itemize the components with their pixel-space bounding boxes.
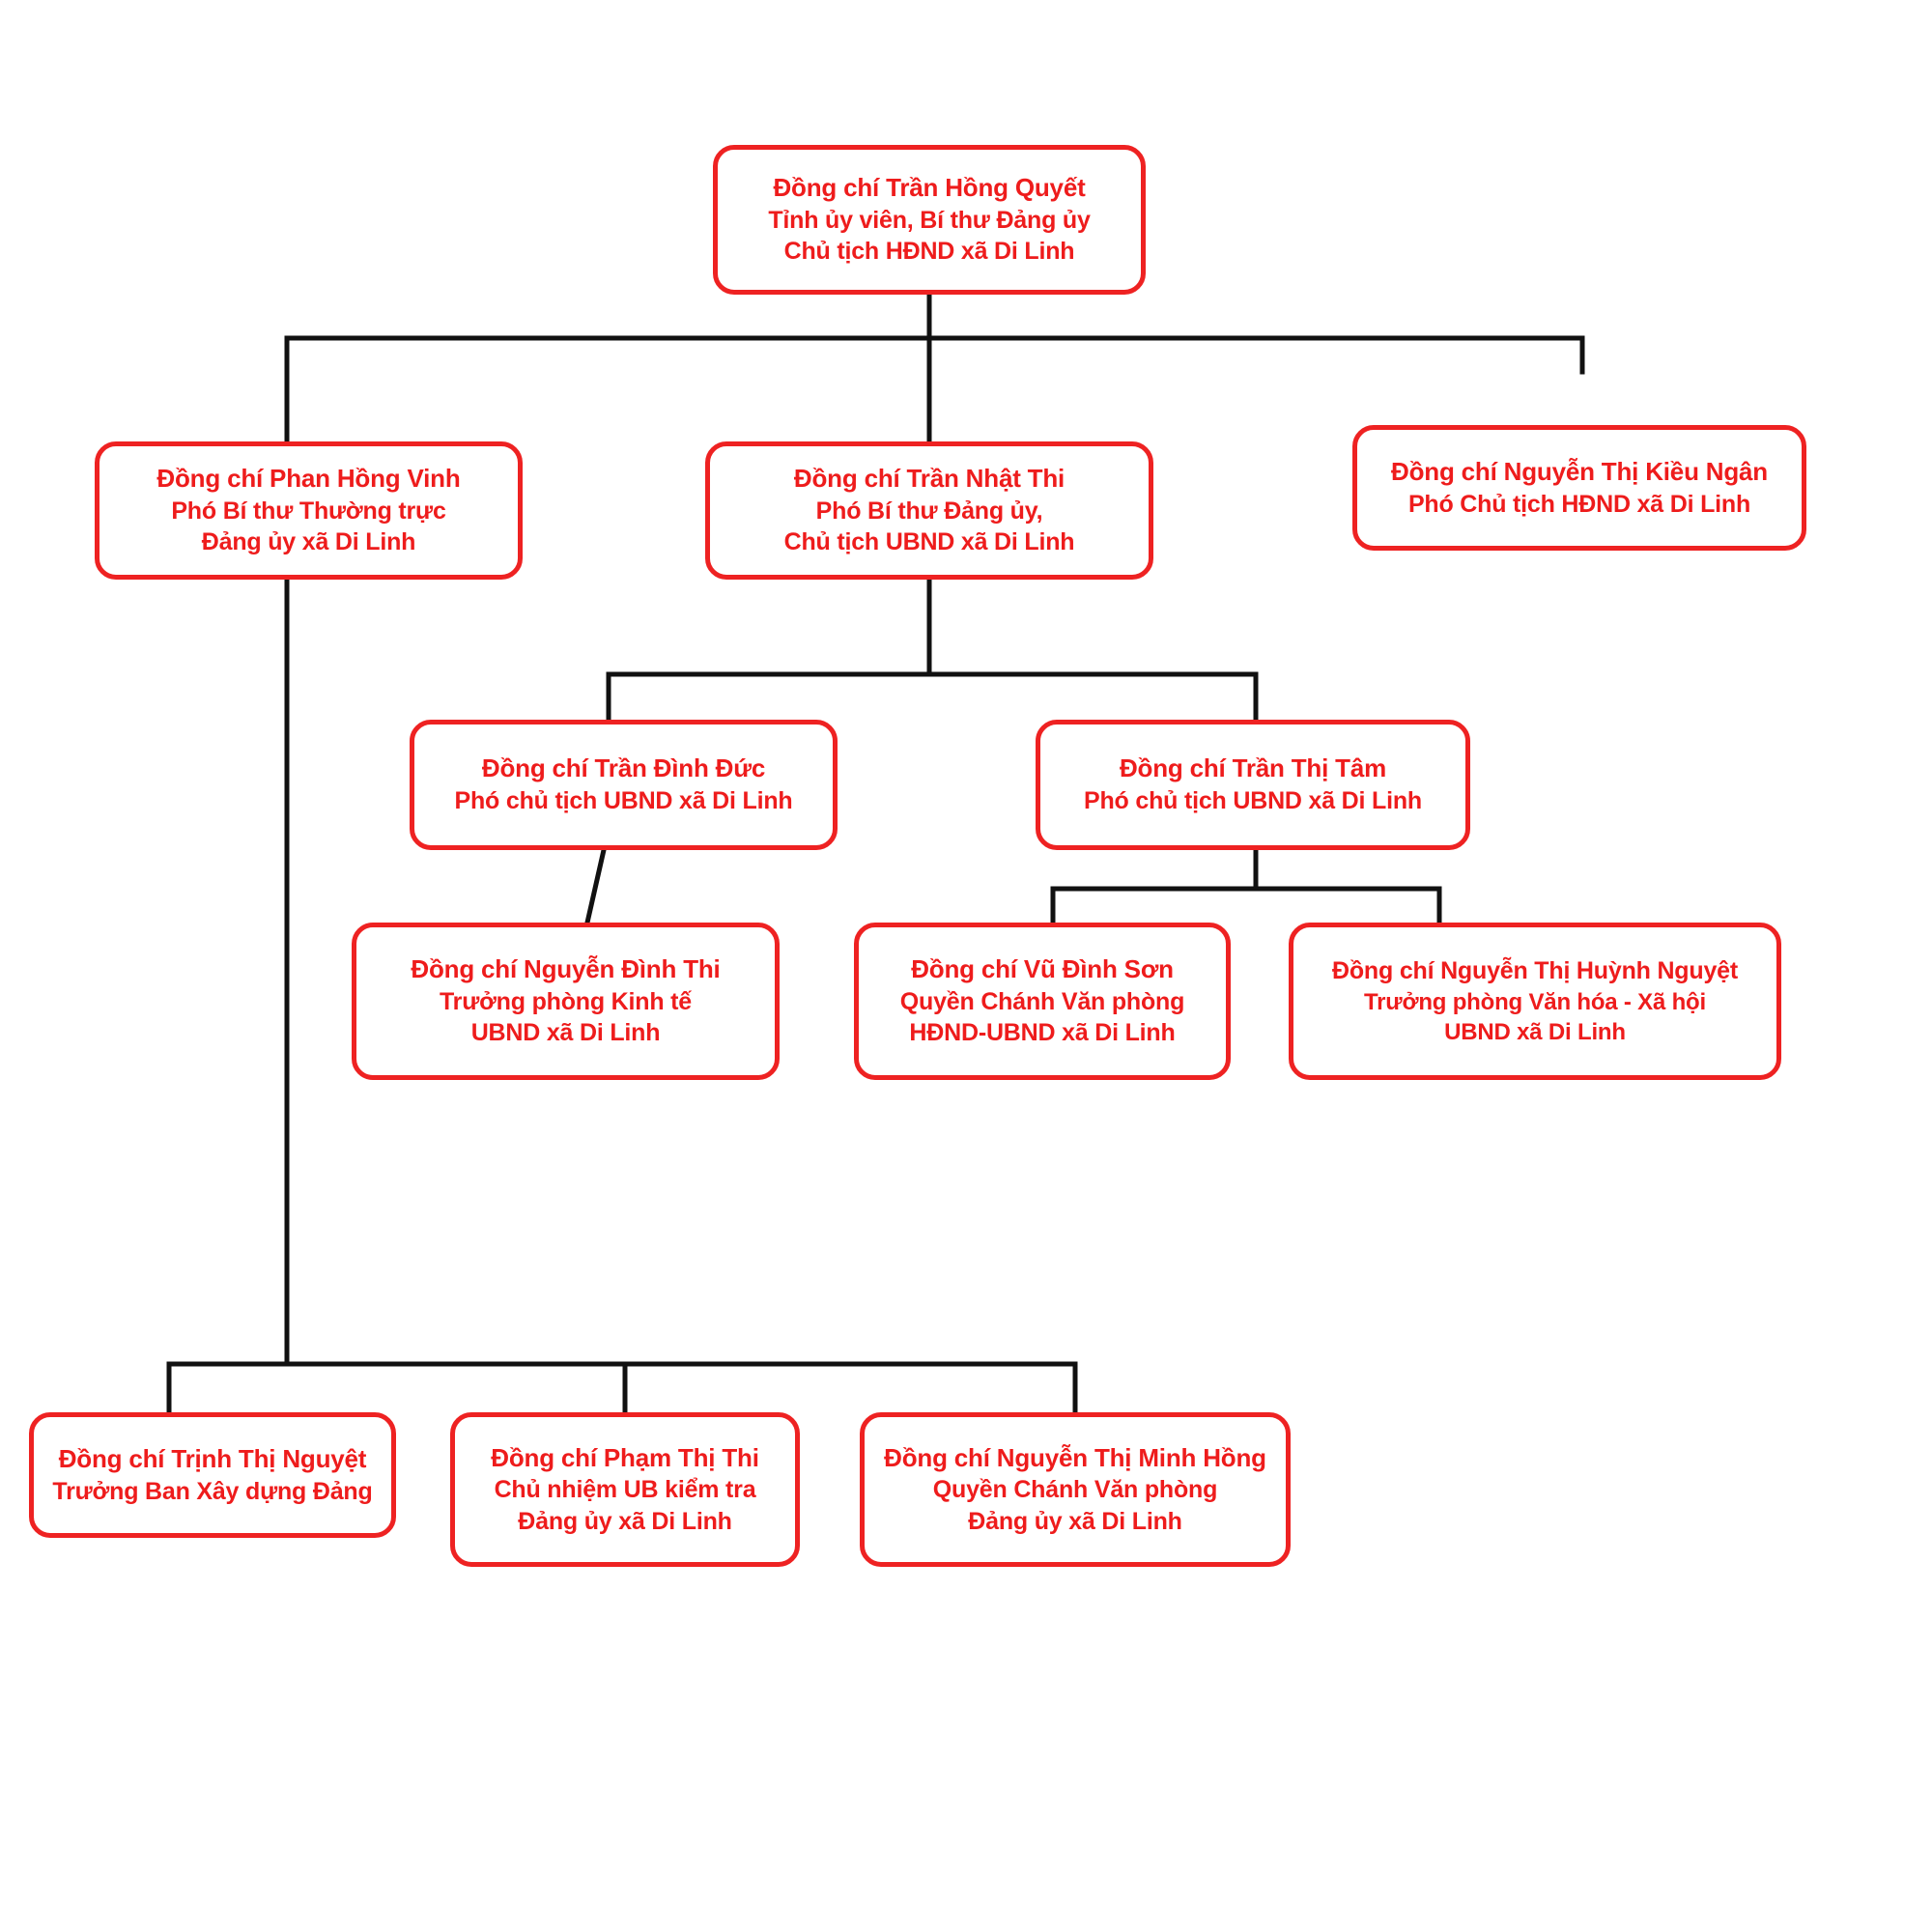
node-line-role-2: UBND xã Di Linh <box>470 1019 661 1047</box>
node-line-name: Đồng chí Trần Hồng Quyết <box>773 173 1086 203</box>
node-line-name: Đồng chí Trần Nhật Thi <box>793 464 1065 494</box>
node-vu-dinh-son[interactable]: Đồng chí Vũ Đình Sơn Quyền Chánh Văn phò… <box>854 923 1231 1080</box>
node-line-name: Đồng chí Phạm Thị Thi <box>491 1442 759 1472</box>
node-pham-thi-thi[interactable]: Đồng chí Phạm Thị Thi Chủ nhiệm UB kiểm … <box>450 1412 800 1567</box>
node-line-role-1: Trưởng phòng Văn hóa - Xã hội <box>1364 988 1706 1015</box>
node-line-role-2: UBND xã Di Linh <box>1444 1018 1626 1045</box>
node-line-role-1: Trưởng phòng Kinh tế <box>439 987 692 1015</box>
node-line-role-1: Phó Bí thư Đảng ủy, <box>815 497 1043 525</box>
node-line-role-2: Chủ tịch UBND xã Di Linh <box>783 528 1075 556</box>
node-line-role-1: Phó chủ tịch UBND xã Di Linh <box>454 787 793 815</box>
node-line-role-1: Quyền Chánh Văn phòng <box>932 1476 1218 1504</box>
node-line-name: Đồng chí Trần Thị Tâm <box>1119 753 1387 783</box>
node-line-role-2: Đảng ủy xã Di Linh <box>201 528 416 556</box>
node-trinh-thi-nguyet[interactable]: Đồng chí Trịnh Thị Nguyệt Trưởng Ban Xây… <box>29 1412 396 1538</box>
node-nguyen-thi-huynh-nguyet[interactable]: Đồng chí Nguyễn Thị Huỳnh Nguyệt Trưởng … <box>1289 923 1781 1080</box>
node-nguyen-thi-minh-hong[interactable]: Đồng chí Nguyễn Thị Minh Hồng Quyền Chán… <box>860 1412 1291 1567</box>
node-line-name: Đồng chí Trần Đình Đức <box>481 753 766 783</box>
node-nguyen-thi-kieu-ngan[interactable]: Đồng chí Nguyễn Thị Kiều Ngân Phó Chủ tị… <box>1352 425 1806 551</box>
node-line-role-1: Trưởng Ban Xây dựng Đảng <box>52 1477 373 1505</box>
node-phan-hong-vinh[interactable]: Đồng chí Phan Hồng Vinh Phó Bí thư Thườn… <box>95 441 523 580</box>
node-line-role-1: Chủ nhiệm UB kiểm tra <box>494 1476 756 1504</box>
node-line-role-2: Chủ tịch HĐND xã Di Linh <box>783 238 1075 266</box>
node-line-role-2: Đảng ủy xã Di Linh <box>968 1507 1182 1535</box>
node-tran-hong-quyet[interactable]: Đồng chí Trần Hồng Quyết Tỉnh ủy viên, B… <box>713 145 1146 295</box>
node-line-role-1: Phó Bí thư Thường trực <box>171 497 446 525</box>
node-tran-thi-tam[interactable]: Đồng chí Trần Thị Tâm Phó chủ tịch UBND … <box>1036 720 1470 850</box>
node-line-name: Đồng chí Nguyễn Thị Minh Hồng <box>884 1442 1266 1472</box>
node-line-role-1: Phó Chủ tịch HĐND xã Di Linh <box>1407 490 1751 518</box>
node-line-role-2: HĐND-UBND xã Di Linh <box>909 1019 1176 1047</box>
node-nguyen-dinh-thi[interactable]: Đồng chí Nguyễn Đình Thi Trưởng phòng Ki… <box>352 923 780 1080</box>
node-line-name: Đồng chí Nguyễn Thị Huỳnh Nguyệt <box>1332 957 1738 985</box>
node-line-name: Đồng chí Nguyễn Thị Kiều Ngân <box>1391 456 1768 486</box>
node-tran-dinh-duc[interactable]: Đồng chí Trần Đình Đức Phó chủ tịch UBND… <box>410 720 838 850</box>
node-line-role-1: Quyền Chánh Văn phòng <box>899 987 1185 1015</box>
node-tran-nhat-thi[interactable]: Đồng chí Trần Nhật Thi Phó Bí thư Đảng ủ… <box>705 441 1153 580</box>
node-line-name: Đồng chí Vũ Đình Sơn <box>911 954 1174 984</box>
connector-to-nguyen-dinh-thi <box>584 847 607 925</box>
node-line-name: Đồng chí Phan Hồng Vinh <box>156 464 461 494</box>
node-line-role-1: Tỉnh ủy viên, Bí thư Đảng ủy <box>768 206 1091 234</box>
node-line-name: Đồng chí Nguyễn Đình Thi <box>411 954 721 984</box>
node-line-role-1: Phó chủ tịch UBND xã Di Linh <box>1084 787 1422 815</box>
node-line-role-2: Đảng ủy xã Di Linh <box>518 1507 732 1535</box>
node-line-name: Đồng chí Trịnh Thị Nguyệt <box>58 1443 367 1473</box>
